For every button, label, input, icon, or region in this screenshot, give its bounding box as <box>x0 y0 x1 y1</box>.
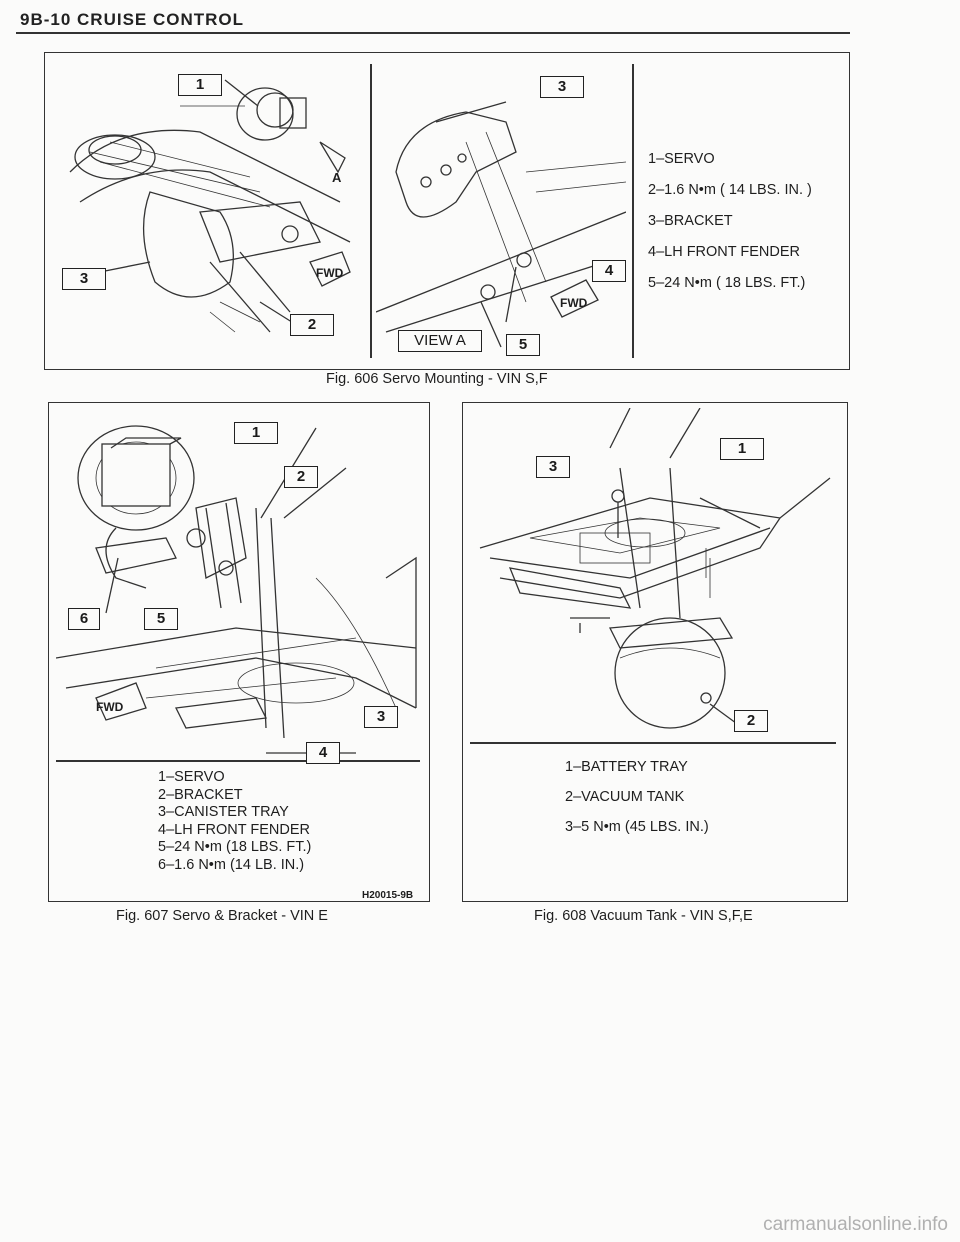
fig608-legend-item: 2–VACUUM TANK <box>565 789 685 805</box>
fig606-callout-2: 2 <box>290 314 334 336</box>
fig607-callout-1: 1 <box>234 422 278 444</box>
fig606-callout-1: 1 <box>178 74 222 96</box>
fig608-callout-2: 2 <box>734 710 768 732</box>
fig606-callout-3-left: 3 <box>62 268 106 290</box>
fig607-frame <box>48 402 430 902</box>
fig606-callout-3-right: 3 <box>540 76 584 98</box>
fig608-divider <box>470 742 836 744</box>
fig606-view-arrow-label: A <box>332 170 342 185</box>
fig607-legend-item: 2–BRACKET <box>158 786 243 803</box>
fig606-fwd-arrow-left: FWD <box>316 266 344 280</box>
fig606-servo-drawing <box>60 62 362 362</box>
fig606-bracket-drawing <box>376 62 626 362</box>
fig606-divider-1 <box>370 64 372 358</box>
fig607-caption: Fig. 607 Servo & Bracket - VIN E <box>116 908 328 924</box>
fig607-legend-item: 3–CANISTER TRAY <box>158 804 289 820</box>
fig607-callout-4: 4 <box>306 742 340 764</box>
fig606-caption: Fig. 606 Servo Mounting - VIN S,F <box>326 371 548 387</box>
fig606-divider-2 <box>632 64 634 358</box>
fig606-legend-item: 4–LH FRONT FENDER <box>648 244 801 260</box>
fig606-legend-item: 3–BRACKET <box>648 213 733 229</box>
fig607-callout-3: 3 <box>364 706 398 728</box>
fig606-frame <box>44 52 850 370</box>
fig606-callout-5: 5 <box>506 334 540 356</box>
header-rule <box>16 32 850 34</box>
fig608-legend-item: 1–BATTERY TRAY <box>565 759 688 775</box>
fig607-callout-6: 6 <box>68 608 100 630</box>
fig607-drawing-code: H20015-9B <box>362 890 414 901</box>
fig606-fwd-arrow-right: FWD <box>560 296 588 310</box>
page-header: 9B-10 CRUISE CONTROL <box>20 10 245 29</box>
fig607-legend-item: 4–LH FRONT FENDER <box>158 821 311 838</box>
fig608-drawing <box>470 408 838 740</box>
fig608-caption: Fig. 608 Vacuum Tank - VIN S,F,E <box>534 908 753 924</box>
fig606-callout-4: 4 <box>592 260 626 282</box>
fig606-legend: 1–SERVO 2–1.6 N•m ( 14 LBS. IN. ) 3–BRAC… <box>648 144 812 299</box>
fig607-legend-item: 5–24 N•m (18 LBS. FT.) <box>158 839 312 855</box>
fig606-callout-view-a: VIEW A <box>398 330 482 352</box>
fig607-callout-2: 2 <box>284 466 318 488</box>
fig608-frame <box>462 402 848 902</box>
watermark: carmanualsonline.info <box>763 1214 948 1235</box>
fig607-legend-item: 6–1.6 N•m (14 LB. IN.) <box>158 856 305 873</box>
fig606-legend-item: 1–SERVO <box>648 151 715 167</box>
fig606-legend-item: 2–1.6 N•m ( 14 LBS. IN. ) <box>648 182 812 198</box>
fig607-legend: 1–SERVO 2–BRACKET 3–CANISTER TRAY 4–LH F… <box>158 769 311 874</box>
fig608-legend: 1–BATTERY TRAY 2–VACUUM TANK 3–5 N•m (45… <box>565 752 709 842</box>
fig607-legend-item: 1–SERVO <box>158 769 225 785</box>
fig607-divider <box>56 760 420 762</box>
fig607-fwd-arrow: FWD <box>96 700 124 714</box>
fig608-legend-item: 3–5 N•m (45 LBS. IN.) <box>565 819 709 835</box>
fig608-callout-1: 1 <box>720 438 764 460</box>
fig606-legend-item: 5–24 N•m ( 18 LBS. FT.) <box>648 275 806 291</box>
fig608-callout-3: 3 <box>536 456 570 478</box>
fig607-drawing <box>56 408 422 756</box>
fig607-callout-5: 5 <box>144 608 178 630</box>
